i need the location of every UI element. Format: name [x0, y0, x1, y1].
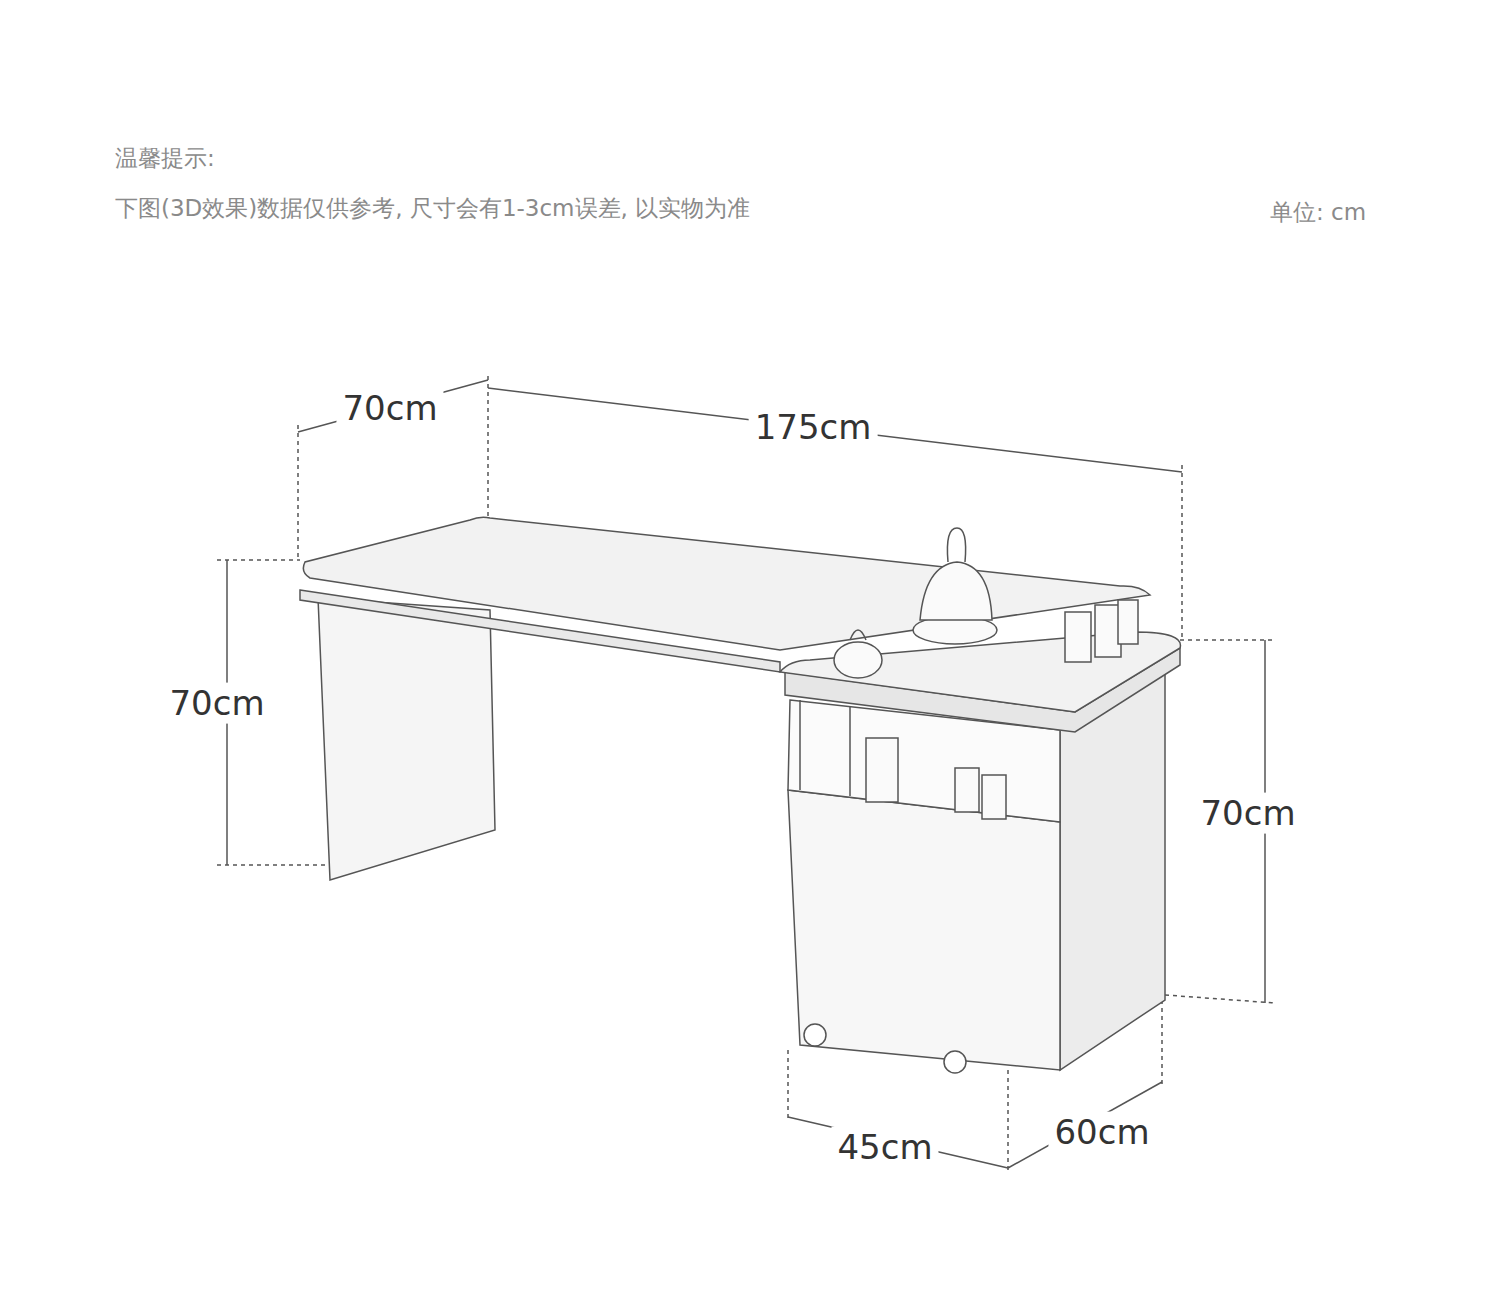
dimension-lines — [217, 376, 1275, 1172]
dimension-label: 70cm — [163, 683, 270, 724]
dimension-label: 70cm — [336, 388, 443, 429]
notice-text: 下图(3D效果)数据仅供参考, 尺寸会有1-3cm误差, 以实物为准 — [115, 195, 750, 223]
unit-note: 单位: cm — [1270, 199, 1366, 227]
dimension-label: 60cm — [1048, 1112, 1155, 1153]
tea-cabinet — [780, 632, 1180, 1073]
tea-set — [834, 528, 1138, 819]
dimension-label: 45cm — [831, 1127, 938, 1168]
dimension-label: 175cm — [749, 407, 878, 448]
dimension-label: 70cm — [1194, 793, 1301, 834]
notice-heading: 温馨提示: — [115, 145, 215, 173]
table-leg — [318, 598, 495, 880]
